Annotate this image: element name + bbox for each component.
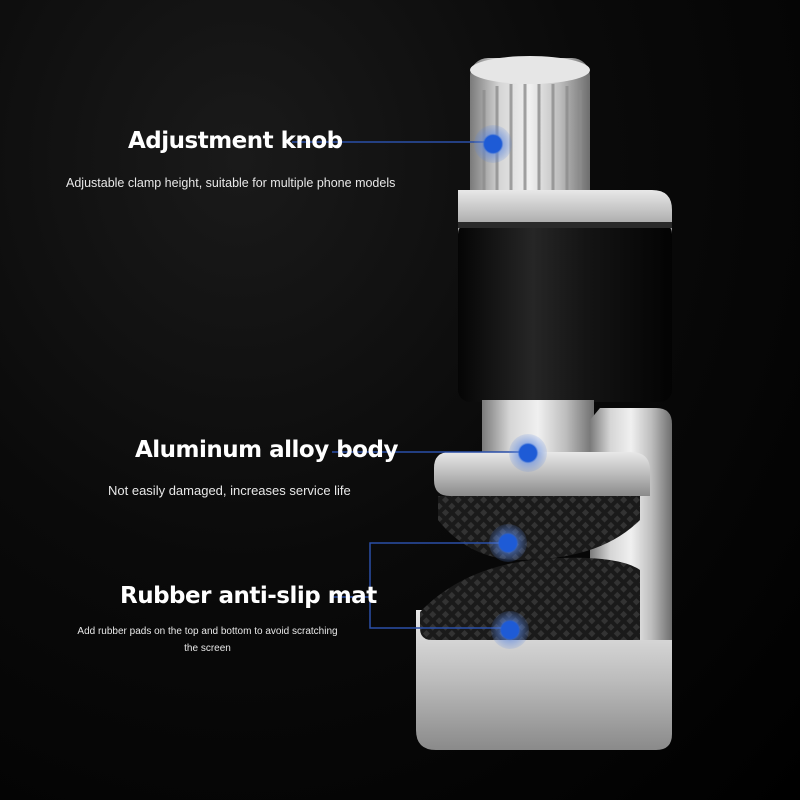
body-callout-title: Aluminum alloy body (135, 437, 398, 463)
knob-callout: Adjustment knob Adjustable clamp height,… (60, 128, 396, 190)
mat-lower-callout-dot (491, 611, 529, 649)
knob-callout-description: Adjustable clamp height, suitable for mu… (66, 176, 396, 190)
body-callout: Aluminum alloy body Not easily damaged, … (100, 437, 400, 498)
lower-clamp-base-shape (416, 610, 672, 750)
mat-callout-description: Add rubber pads on the top and bottom to… (77, 626, 338, 654)
body-callout-description: Not easily damaged, increases service li… (108, 483, 351, 498)
black-sleeve-shape (458, 222, 672, 402)
mat-upper-callout-dot (489, 524, 527, 562)
upper-clamp-arm-shape (434, 452, 650, 496)
knob-callout-dot (474, 125, 512, 163)
mat-callout: Rubber anti-slip mat Add rubber pads on … (70, 583, 377, 657)
callout-lines (292, 141, 528, 629)
upper-rubber-pad-shape (438, 496, 640, 560)
lower-rubber-pad-shape (420, 557, 640, 640)
body-callout-dot (509, 434, 547, 472)
knob-callout-title: Adjustment knob (128, 128, 343, 154)
mat-callout-title: Rubber anti-slip mat (120, 583, 377, 609)
